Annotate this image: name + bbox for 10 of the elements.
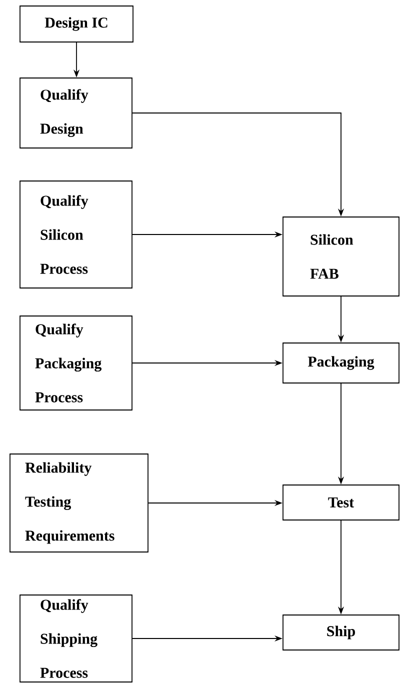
process-box: Ship bbox=[282, 614, 400, 650]
process-box: Reliability Testing Requirements bbox=[10, 454, 148, 552]
process-box: Qualify Shipping Process bbox=[20, 594, 132, 682]
process-box: Silicon FAB bbox=[282, 216, 400, 296]
process-box: Test bbox=[282, 484, 400, 520]
process-box: Packaging bbox=[282, 342, 400, 384]
process-box: Qualify Design bbox=[20, 78, 132, 148]
process-box: Qualify Silicon Process bbox=[20, 180, 132, 288]
process-box: Qualify Packaging Process bbox=[20, 316, 132, 410]
process-box: Design IC bbox=[20, 6, 134, 42]
